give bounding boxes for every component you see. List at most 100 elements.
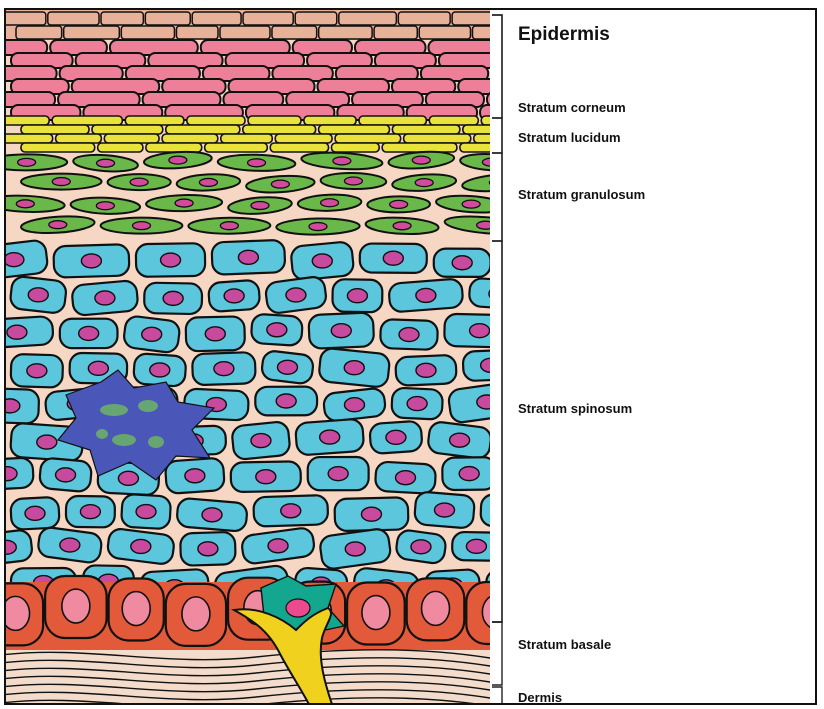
bracket-corneum [492, 15, 502, 118]
lucidum-cell [146, 143, 202, 152]
corneum-flake [101, 12, 143, 25]
granulosum-nucleus [251, 202, 269, 210]
spinosum-nucleus [267, 323, 287, 337]
label-stratum-spinosum: Stratum spinosum [518, 401, 632, 416]
granulosum-nucleus [199, 178, 217, 186]
lucidum-cell [205, 143, 268, 152]
spinosum-nucleus [383, 251, 403, 265]
spinosum-nucleus [331, 324, 351, 338]
label-dermis: Dermis [518, 690, 562, 705]
spinosum-nucleus [450, 433, 470, 447]
spinosum-nucleus [312, 254, 332, 268]
granulosum-nucleus [49, 221, 67, 229]
lucidum-cell [52, 116, 122, 125]
granulosum-nucleus [309, 223, 327, 231]
granulosum-nucleus [462, 200, 480, 208]
spinosum-nucleus [163, 291, 183, 305]
langerhans-granule [148, 436, 164, 448]
granulosum-nucleus [97, 159, 115, 167]
lucidum-cell [319, 125, 390, 134]
spinosum-cell [486, 566, 558, 601]
spinosum-nucleus [328, 467, 348, 481]
corneum-flake [452, 12, 500, 25]
lucidum-cell [243, 125, 316, 134]
spinosum-nucleus [407, 397, 427, 411]
spinosum-nucleus [37, 435, 57, 449]
spinosum-nucleus [489, 287, 509, 301]
granulosum-nucleus [133, 222, 151, 230]
lucidum-cell [248, 116, 301, 125]
spinosum-nucleus [80, 505, 100, 519]
corneum-flake [176, 26, 218, 39]
granulosum-nucleus [175, 199, 193, 207]
lucidum-cell [481, 116, 534, 125]
spinosum-nucleus [512, 576, 532, 590]
spinosum-nucleus [6, 253, 24, 267]
spinosum-nucleus [202, 508, 222, 522]
spinosum-cell [497, 242, 547, 274]
spinosum-nucleus [477, 395, 497, 409]
corneum-flake [16, 26, 62, 39]
corneum-flake [339, 12, 397, 25]
bracket-granulosum [492, 153, 502, 241]
spinosum-nucleus [286, 288, 306, 302]
spinosum-nucleus [214, 362, 234, 376]
langerhans-granule [100, 404, 128, 416]
bracket-lucidum [492, 118, 502, 153]
corneum-flake [419, 26, 470, 39]
basale-nucleus [422, 591, 450, 625]
spinosum-cell [480, 494, 545, 528]
spinosum-nucleus [276, 394, 296, 408]
spinosum-nucleus [386, 430, 406, 444]
granulosum-nucleus [412, 156, 430, 164]
spinosum-nucleus [81, 254, 101, 268]
spinosum-cell [469, 278, 530, 310]
granulosum-nucleus [271, 180, 289, 188]
lucidum-cell [382, 143, 457, 152]
spinosum-nucleus [345, 542, 365, 556]
spinosum-nucleus [198, 542, 218, 556]
label-stratum-granulosum: Stratum granulosum [518, 187, 645, 202]
label-epidermis: Epidermis [518, 24, 610, 46]
spinosum-nucleus [251, 434, 271, 448]
spinosum-nucleus [459, 467, 479, 481]
spinosum-nucleus [416, 363, 436, 377]
lucidum-cell [221, 134, 272, 143]
corneum-flake [243, 12, 293, 25]
corneum-flake [121, 26, 174, 39]
granulosum-nucleus [130, 178, 148, 186]
spinosum-nucleus [466, 539, 486, 553]
spinosum-nucleus [25, 506, 45, 520]
spinosum-nucleus [238, 250, 258, 264]
granulosum-cell [6, 154, 67, 170]
spinosum-nucleus [399, 328, 419, 342]
basale-nucleus [182, 597, 210, 631]
corneum-flake [374, 26, 417, 39]
lucidum-cell [392, 125, 459, 134]
spinosum-nucleus [7, 325, 27, 339]
lucidum-cell [270, 143, 328, 152]
spinosum-nucleus [224, 289, 244, 303]
spinosum-nucleus [205, 327, 225, 341]
granulosum-nucleus [344, 177, 362, 185]
spinosum-nucleus [411, 540, 431, 554]
spinosum-nucleus [56, 468, 76, 482]
lucidum-cell [166, 125, 240, 134]
corneum-flake [272, 26, 317, 39]
bracket-spinosum [492, 241, 502, 622]
lucidum-cell [404, 134, 471, 143]
lucidum-cell [104, 134, 159, 143]
label-stratum-lucidum: Stratum lucidum [518, 130, 621, 145]
lucidum-cell [21, 143, 95, 152]
spinosum-nucleus [256, 470, 276, 484]
lucidum-cell [460, 143, 519, 152]
label-stratum-basale: Stratum basale [518, 637, 611, 652]
corneum-flake [64, 26, 120, 39]
langerhans-granule [112, 434, 136, 446]
spinosum-nucleus [185, 469, 205, 483]
spinosum-nucleus [161, 253, 181, 267]
spinosum-nucleus [347, 289, 367, 303]
lucidum-cell [162, 134, 218, 143]
spinosum-nucleus [435, 503, 455, 517]
spinosum-nucleus [320, 430, 340, 444]
